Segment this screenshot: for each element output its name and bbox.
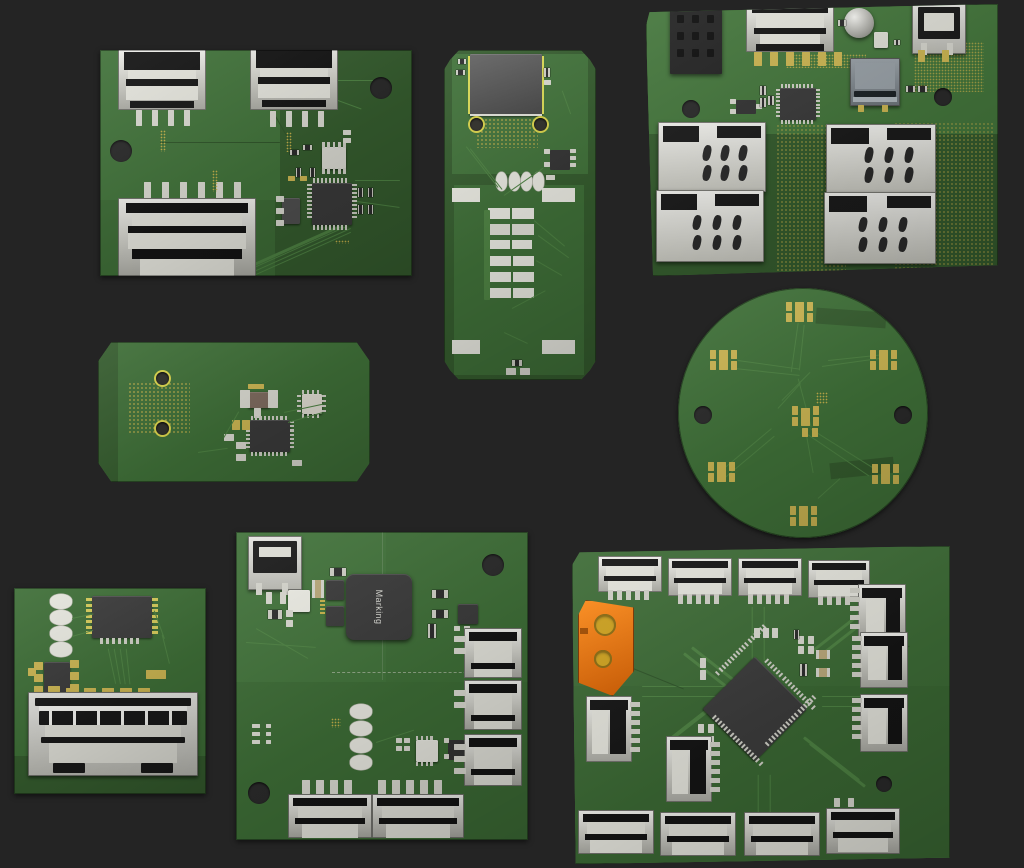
usb-a-connector[interactable] (250, 50, 338, 110)
led-row (350, 738, 372, 753)
card-edge-socket[interactable] (28, 692, 198, 776)
usb-a-connector[interactable] (464, 680, 522, 730)
board-chamfered[interactable] (98, 342, 370, 482)
mounting-hole (694, 406, 712, 424)
qfn-ic[interactable] (250, 420, 290, 452)
usb-a-connector[interactable] (746, 4, 834, 52)
usb-a-connector[interactable] (288, 794, 372, 838)
board-quad-rj45[interactable] (646, 4, 998, 276)
mounting-hole (370, 77, 392, 99)
led-row (521, 172, 532, 191)
usb-a-connector[interactable] (826, 808, 900, 854)
soic-ic[interactable] (282, 198, 300, 224)
silk-pad (542, 340, 575, 354)
silk-pad (452, 340, 480, 354)
ring-hole (156, 422, 169, 435)
usb-a-connector[interactable] (578, 810, 654, 854)
led-row (50, 610, 72, 625)
mounting-hole (894, 406, 912, 424)
inductor-marking-text: Marking (374, 589, 384, 625)
led-row (350, 721, 372, 736)
usb-a-connector[interactable] (118, 50, 206, 110)
usb-b-connector[interactable] (912, 4, 966, 55)
usb-a-connector[interactable] (860, 694, 908, 752)
silk-pad (452, 188, 480, 202)
board-module-tall[interactable] (444, 50, 596, 380)
usb-a-connector[interactable] (860, 632, 908, 688)
tssop-ic[interactable] (416, 740, 438, 762)
led-row (350, 755, 372, 770)
pin-header-2x5[interactable] (670, 8, 722, 74)
mounting-hole (876, 776, 892, 792)
ring-hole (534, 118, 547, 131)
led-row (350, 704, 372, 719)
led-row (533, 172, 544, 191)
sd-card-slot[interactable] (850, 58, 900, 106)
usb-a-connector[interactable] (858, 584, 906, 640)
coin-cell[interactable] (844, 8, 874, 38)
mounting-hole (110, 140, 132, 162)
mounting-hole (248, 782, 270, 804)
led-row (50, 642, 72, 657)
usb-a-connector[interactable] (586, 696, 632, 762)
rj45-jack[interactable] (824, 192, 936, 264)
led-row (50, 626, 72, 641)
mounting-hole (682, 100, 700, 118)
usb-b-connector[interactable] (248, 536, 302, 595)
ring-hole (156, 372, 169, 385)
rj45-jack[interactable] (658, 122, 766, 192)
board-module-sodimm[interactable] (14, 588, 206, 794)
board-hub-bga[interactable] (572, 546, 950, 864)
usb-a-connector[interactable] (118, 198, 256, 276)
mounting-hole (934, 88, 952, 106)
board-round[interactable] (678, 288, 928, 538)
silk-pad (542, 188, 575, 202)
usb-a-connector[interactable] (372, 794, 464, 838)
board-dual-usb[interactable] (100, 50, 412, 276)
usb-a-connector[interactable] (660, 812, 736, 856)
mounting-hole (482, 554, 504, 576)
qfn-ic[interactable] (312, 183, 352, 225)
power-inductor[interactable]: Marking (346, 574, 412, 640)
usb-a-connector[interactable] (598, 556, 662, 592)
board-marking[interactable]: Marking (236, 532, 528, 840)
usb-a-connector[interactable] (464, 628, 522, 678)
led-row (509, 172, 520, 191)
qfn-ic[interactable] (780, 88, 816, 120)
led-row (496, 172, 507, 191)
qfn-module[interactable] (92, 596, 152, 638)
rj45-jack[interactable] (826, 124, 936, 194)
usb-a-connector[interactable] (738, 558, 802, 596)
shield-can[interactable] (470, 54, 542, 116)
usb-a-connector[interactable] (464, 734, 522, 786)
sot23-ic[interactable] (550, 150, 570, 170)
inductor[interactable] (248, 392, 270, 408)
rj45-jack[interactable] (656, 190, 764, 262)
usb-a-connector[interactable] (744, 812, 820, 856)
qfn-ic[interactable] (302, 394, 322, 414)
qfp-ic[interactable] (322, 147, 346, 169)
led-row (50, 594, 72, 609)
ring-hole (470, 118, 483, 131)
usb-a-connector[interactable] (666, 736, 712, 802)
xt60-connector[interactable] (578, 600, 634, 696)
usb-a-connector[interactable] (668, 558, 732, 596)
